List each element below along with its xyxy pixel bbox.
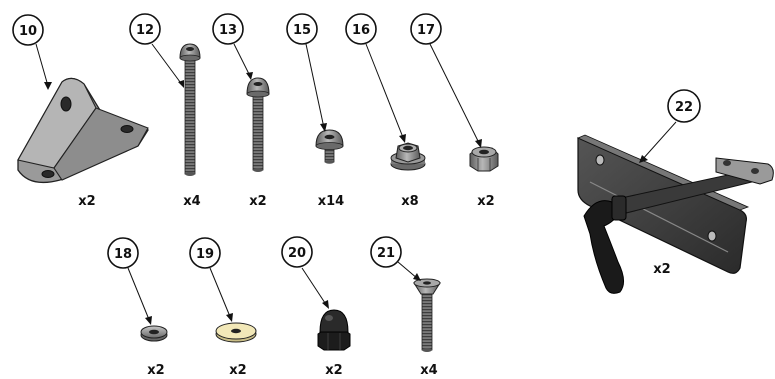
part-16: 16 x8	[345, 13, 426, 209]
quantity-label: x4	[183, 194, 200, 209]
callout-label: 22	[675, 100, 693, 115]
callout-circle	[667, 89, 701, 123]
callout-label: 21	[377, 246, 395, 261]
quantity-label: x14	[318, 194, 344, 209]
callout-label: 17	[417, 23, 435, 38]
quantity-label: x2	[78, 194, 95, 209]
callout-arrow	[399, 134, 406, 143]
callout-label: 19	[196, 247, 214, 262]
quantity-label: x2	[249, 194, 266, 209]
quantity-label: x4	[420, 363, 437, 378]
fender-washer-illustration	[215, 322, 257, 343]
acorn-nut-illustration	[317, 309, 351, 351]
part-20: 20 x2	[281, 236, 351, 378]
callout-circle	[212, 13, 244, 45]
callout-leader	[429, 43, 481, 146]
callout-arrow	[639, 155, 648, 163]
callout-leader	[151, 43, 184, 87]
part-22: 22 x2	[577, 89, 774, 294]
callout-leader	[209, 267, 232, 320]
flange-nut-illustration	[390, 142, 426, 171]
part-13: 13 x2	[212, 13, 270, 209]
callout-circle	[129, 13, 161, 45]
lock-nut-illustration	[469, 146, 499, 172]
quantity-label: x2	[147, 363, 164, 378]
callout-leader	[35, 43, 49, 87]
callout-circle	[410, 13, 442, 45]
flat-washer-illustration	[140, 325, 168, 342]
callout-label: 10	[19, 24, 37, 39]
callout-label: 16	[352, 23, 370, 38]
medium-bolt-illustration	[246, 77, 270, 172]
callout-leader	[305, 43, 325, 129]
callout-circle	[12, 14, 44, 46]
callout-arrow	[413, 273, 421, 281]
callout-label: 13	[219, 23, 237, 38]
countersunk-bolt-illustration	[413, 278, 441, 352]
callout-label: 12	[136, 23, 154, 38]
callout-arrow	[322, 300, 329, 309]
callout-arrow	[44, 82, 52, 90]
quantity-label: x8	[401, 194, 418, 209]
callout-arrow	[178, 80, 184, 88]
part-21: 21 x4	[370, 236, 441, 378]
callout-arrow	[145, 316, 152, 325]
part-19: 19 x2	[189, 237, 257, 378]
part-15: 15 x14	[286, 13, 344, 209]
callout-circle	[370, 236, 402, 268]
callout-leader	[127, 267, 151, 323]
callout-arrow	[475, 139, 482, 148]
callout-leader	[641, 121, 677, 161]
long-bolt-illustration	[179, 43, 201, 176]
short-bolt-illustration	[315, 129, 344, 164]
part-10: 10 x2	[12, 14, 150, 209]
quantity-label: x2	[477, 194, 494, 209]
callout-leader	[397, 261, 419, 280]
part-12: 12 x4	[129, 13, 201, 209]
side-plate-illustration	[577, 134, 774, 294]
callout-label: 20	[288, 246, 306, 261]
callout-circle	[345, 13, 377, 45]
callout-arrow	[226, 313, 233, 322]
callout-leader	[301, 267, 328, 307]
quantity-label: x2	[229, 363, 246, 378]
callout-leader	[365, 43, 405, 141]
callout-circle	[107, 237, 139, 269]
callout-label: 18	[114, 247, 132, 262]
part-18: 18 x2	[107, 237, 168, 378]
part-17: 17 x2	[410, 13, 499, 209]
callout-arrow	[246, 72, 253, 80]
quantity-label: x2	[325, 363, 342, 378]
callout-leader	[233, 43, 251, 77]
bracket-illustration	[17, 77, 150, 184]
callout-arrow	[320, 123, 327, 132]
callout-circle	[281, 236, 313, 268]
callout-circle	[286, 13, 318, 45]
callout-circle	[189, 237, 221, 269]
quantity-label: x2	[653, 262, 670, 277]
callout-label: 15	[293, 23, 311, 38]
